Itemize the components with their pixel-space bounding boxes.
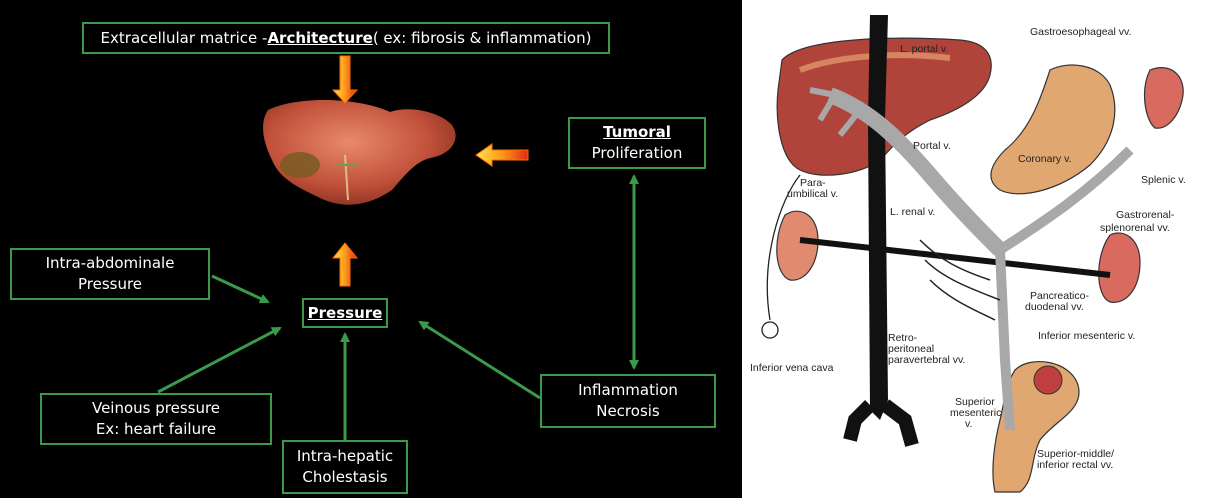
label-superior-mesenteric-3: v.	[965, 419, 972, 430]
label-gastrorenal-2: splenorenal vv.	[1100, 223, 1170, 234]
label-retro-3: paravertebral vv.	[888, 355, 965, 366]
label-gastroesophageal: Gastroesophageal vv.	[1030, 27, 1131, 38]
label-l-portal: L. portal v.	[900, 44, 948, 55]
label-coronary: Coronary v.	[1018, 154, 1072, 165]
label-inferior-vena-cava: Inferior vena cava	[750, 363, 833, 374]
label-l-renal: L. renal v.	[890, 207, 935, 218]
label-inferior-mesenteric: Inferior mesenteric v.	[1038, 331, 1135, 342]
label-splenic: Splenic v.	[1141, 175, 1186, 186]
label-rectal-2: inferior rectal vv.	[1037, 460, 1113, 471]
label-paraumbilical-2: umbilical v.	[787, 189, 838, 200]
label-pancreatico-2: duodenal vv.	[1025, 302, 1084, 313]
label-gastrorenal-1: Gastrorenal-	[1116, 210, 1174, 221]
label-portal: Portal v.	[913, 141, 951, 152]
label-superior-mesenteric-2: mesenteric	[950, 408, 1001, 419]
